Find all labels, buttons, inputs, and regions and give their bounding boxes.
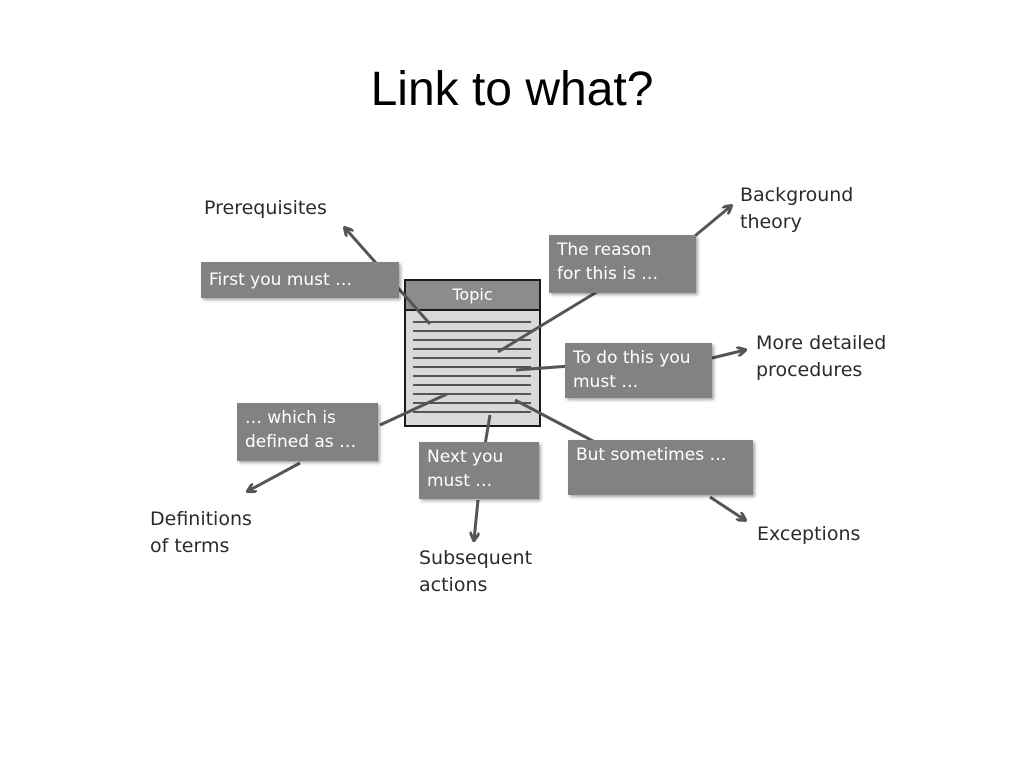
callout-but-sometimes: But sometimes … (568, 440, 753, 495)
target-exceptions: Exceptions (757, 523, 861, 545)
target-background-theory-line-2: theory (740, 211, 802, 233)
target-more-detailed-procedures-line-1: More detailed (756, 332, 887, 354)
callout-to-do-this-line-1: To do this you (573, 348, 691, 368)
target-definitions-of-terms-line-2: of terms (150, 535, 230, 557)
target-subsequent-actions-line-1: Subsequent (419, 547, 533, 569)
topic-header-bar (404, 279, 541, 311)
callout-reason-line-2: for this is … (557, 264, 659, 284)
callout-reason-line-1: The reason (557, 240, 652, 260)
callout-but-sometimes-text: But sometimes … (576, 445, 727, 465)
slide-title: Link to what? (370, 63, 654, 116)
arrow-to-more-detailed-procedures (711, 350, 745, 360)
callout-which-is: … which is defined as … (237, 403, 378, 461)
arrow-to-definitions-of-terms (248, 461, 301, 491)
target-prerequisites: Prerequisites (204, 197, 327, 219)
callout-next-you-line-2: must … (427, 471, 493, 491)
target-subsequent-actions-line-2: actions (419, 574, 488, 596)
topic-document (404, 279, 541, 427)
target-background-theory: Background theory (740, 182, 853, 236)
callout-next-you-line-1: Next you (427, 447, 504, 467)
arrow-to-exceptions (709, 495, 745, 520)
topic-text-lines (413, 321, 531, 413)
callout-reason: The reason for this is … (549, 235, 696, 293)
arrow-to-background-theory (689, 206, 731, 242)
connector-which-is (379, 392, 448, 427)
callout-to-do-this: To do this you must … (565, 343, 712, 398)
callout-which-is-line-1: … which is (245, 408, 336, 428)
target-background-theory-line-1: Background (740, 184, 854, 206)
topic-label: Topic (452, 285, 493, 304)
connector-reason (497, 288, 601, 354)
target-more-detailed-procedures: More detailed procedures (756, 330, 886, 384)
callout-next-you: Next you must … (419, 442, 539, 499)
callout-to-do-this-line-2: must … (573, 372, 639, 392)
arrow-to-subsequent-actions (474, 499, 478, 540)
callout-first-you-must: First you must … (201, 262, 399, 298)
target-subsequent-actions: Subsequent actions (419, 545, 532, 599)
callout-first-you-must-text: First you must … (209, 270, 353, 290)
target-more-detailed-procedures-line-2: procedures (756, 359, 863, 381)
target-definitions-of-terms-line-1: Definitions (150, 508, 252, 530)
target-definitions-of-terms: Definitions of terms (150, 506, 252, 560)
connector-next-you (483, 414, 492, 446)
callout-which-is-line-2: defined as … (245, 432, 357, 452)
connector-to-do-this (515, 364, 571, 372)
